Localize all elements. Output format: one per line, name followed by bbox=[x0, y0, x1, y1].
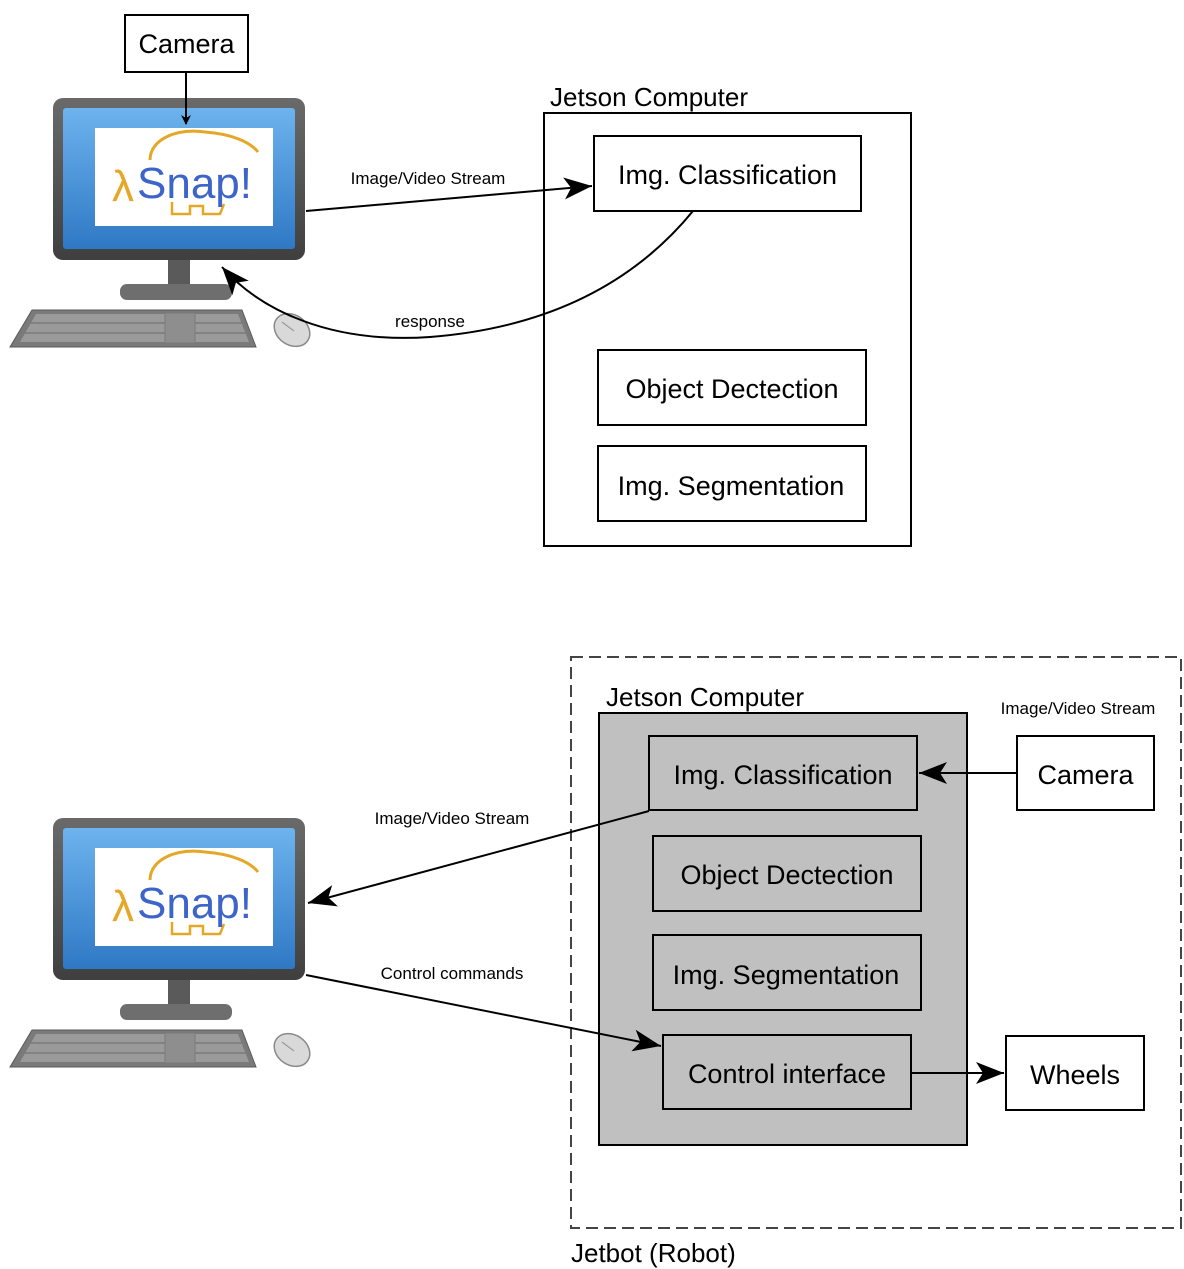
top-computer-icon: λ Snap! bbox=[9, 97, 317, 354]
top-camera-box bbox=[124, 14, 249, 73]
top-snap-logo: λ Snap! bbox=[112, 129, 260, 216]
bottom-camera-stream-label: Image/Video Stream bbox=[1001, 699, 1156, 718]
top-module-img-classification-label: Img. Classification bbox=[618, 160, 837, 190]
top-module-object-detection-label: Object Dectection bbox=[625, 374, 838, 404]
top-jetson-title: Jetson Computer bbox=[550, 82, 748, 112]
svg-text:λ: λ bbox=[112, 882, 134, 931]
bottom-control-arrow bbox=[305, 974, 662, 1052]
top-camera-label: Camera bbox=[138, 29, 235, 59]
bottom-module-control-interface-label: Control interface bbox=[688, 1059, 886, 1089]
bottom-stream-label: Image/Video Stream bbox=[375, 809, 530, 828]
bottom-wheels-box bbox=[1005, 1035, 1145, 1111]
bottom-computer-icon: λ Snap! bbox=[9, 817, 317, 1074]
bottom-control-label: Control commands bbox=[381, 964, 524, 983]
bottom-module-img-segmentation-label: Img. Segmentation bbox=[673, 960, 900, 990]
bottom-module-object-detection bbox=[652, 835, 922, 912]
top-module-object-detection bbox=[597, 349, 867, 426]
top-diagram: Camera λ Snap! Jetson Computer Img. Clas… bbox=[9, 14, 912, 547]
svg-text:λ: λ bbox=[112, 162, 134, 211]
bottom-camera-label: Camera bbox=[1037, 760, 1134, 790]
bottom-snap-logo: λ Snap! bbox=[112, 849, 260, 936]
svg-text:Snap!: Snap! bbox=[137, 879, 252, 928]
bottom-module-object-detection-label: Object Dectection bbox=[680, 860, 893, 890]
top-module-img-classification bbox=[593, 135, 862, 212]
bottom-wheels-label: Wheels bbox=[1030, 1060, 1120, 1090]
bottom-jetson-title: Jetson Computer bbox=[606, 682, 804, 712]
bottom-module-img-segmentation bbox=[652, 934, 922, 1011]
jetbot-title: Jetbot (Robot) bbox=[571, 1238, 736, 1268]
top-response-arrow bbox=[221, 210, 694, 339]
top-module-img-segmentation bbox=[597, 445, 867, 522]
top-module-img-segmentation-label: Img. Segmentation bbox=[618, 471, 845, 501]
top-response-label: response bbox=[395, 312, 465, 331]
bottom-module-img-classification-label: Img. Classification bbox=[673, 760, 892, 790]
bottom-module-img-classification bbox=[648, 735, 918, 811]
jetbot-container bbox=[570, 656, 1182, 1229]
bottom-module-control-interface bbox=[662, 1034, 912, 1110]
svg-text:Snap!: Snap! bbox=[137, 159, 252, 208]
top-stream-arrow bbox=[305, 177, 593, 212]
bottom-stream-arrow bbox=[307, 810, 650, 907]
bottom-diagram: Jetbot (Robot) Jetson Computer Img. Clas… bbox=[9, 656, 1182, 1268]
bottom-camera-box bbox=[1016, 735, 1155, 811]
top-stream-label: Image/Video Stream bbox=[351, 169, 506, 188]
